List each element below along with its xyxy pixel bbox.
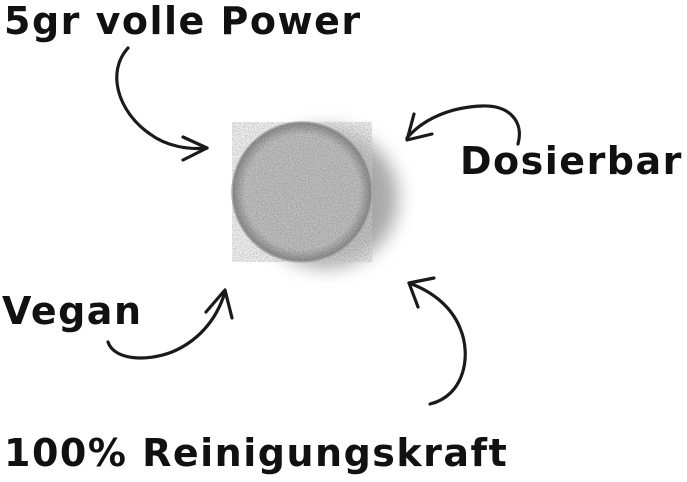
- arrow-dosierbar-icon: [405, 104, 521, 146]
- feature-label-vegan: Vegan: [2, 289, 143, 333]
- arrow-reinigung-icon: [407, 276, 467, 406]
- feature-label-reinigungskraft: 100% Reinigungskraft: [4, 431, 509, 475]
- arrow-vegan-icon: [106, 288, 234, 360]
- arrow-power-icon: [115, 46, 209, 162]
- feature-label-power: 5gr volle Power: [4, 0, 362, 43]
- tablet-image: [231, 121, 373, 263]
- feature-label-dosierbar: Dosierbar: [460, 139, 683, 183]
